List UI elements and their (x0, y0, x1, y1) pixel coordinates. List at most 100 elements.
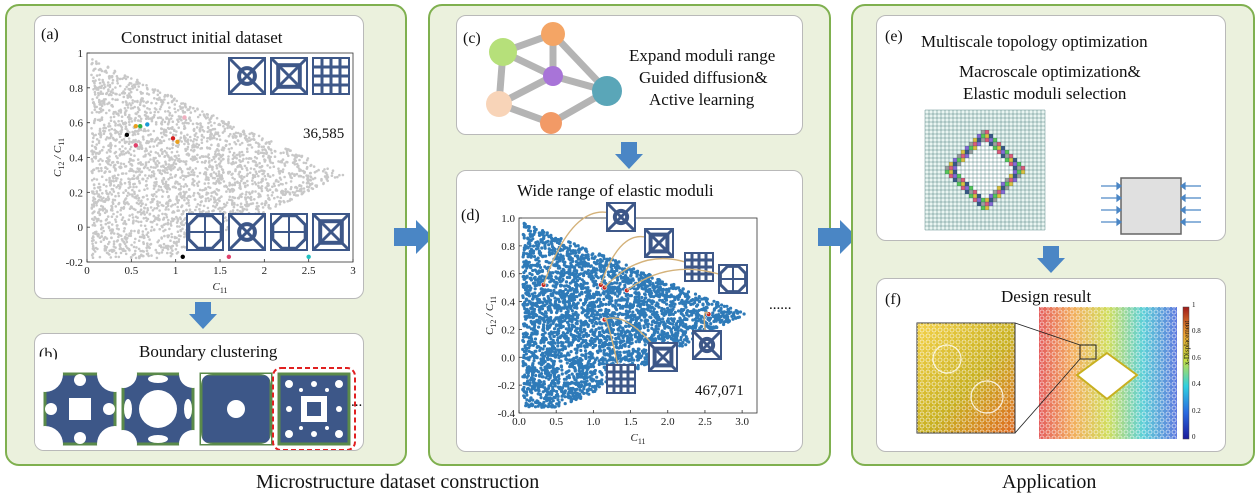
highlight-point (145, 122, 150, 127)
highlight-point (133, 123, 138, 129)
x-tick-label: 2.5 (698, 416, 712, 428)
panel-c-line2: Guided diffusion& (639, 68, 768, 87)
arrow-c-to-d (615, 142, 643, 169)
graph-node-green (489, 38, 517, 66)
y-tick-label: 0.2 (501, 324, 515, 336)
y-axis-label: C12 / C11 (484, 296, 498, 335)
microstructure-thumbnail (606, 364, 636, 394)
graph-node-teal (592, 76, 622, 106)
colorbar-label: x-Displacement (1183, 320, 1191, 365)
microstructure-thumbnail (227, 56, 267, 96)
plot-frame (518, 217, 758, 414)
panel-a-count: 36,585 (303, 126, 345, 142)
panel-c-line3: Active learning (649, 90, 755, 109)
arrow-col2-to-col3 (818, 220, 857, 254)
panel-e-line2: Elastic moduli selection (963, 84, 1127, 103)
x-tick-label: 1.5 (213, 265, 227, 277)
x-tick-label: 0.5 (549, 416, 563, 428)
panel-d-ellipsis: ...... (769, 297, 792, 313)
y-axis-label: C12 / C11 (52, 138, 66, 177)
panel-e-title: Multiscale topology optimization (921, 32, 1148, 51)
x-tick-label: 2.5 (302, 265, 316, 277)
microstructure-thumbnail (186, 213, 224, 251)
macroscale-grid (924, 109, 1046, 231)
colorbar-tick-label: 1 (1192, 301, 1196, 309)
panel-b-title: Boundary clustering (139, 342, 278, 361)
caption-application: Application (1002, 471, 1097, 493)
panel-c-label: (c) (463, 30, 481, 47)
microstructure-thumbnail (691, 329, 723, 361)
x-axis-label: C11 (630, 432, 645, 446)
colorbar-tick-label: 0.4 (1192, 380, 1201, 389)
panel-c-line1: Expand moduli range (629, 46, 776, 65)
graph-network-diagram (486, 22, 622, 134)
y-tick-label: -0.2 (498, 380, 515, 392)
highlight-point (175, 139, 180, 145)
panel-d-label: (d) (461, 207, 480, 224)
colorbar-tick-label: 0.6 (1192, 353, 1201, 362)
microstructure-thumbnail (227, 212, 267, 252)
highlight-point (182, 115, 187, 120)
panel-b-card: (b) Boundary clustering (34, 333, 364, 451)
highlight-point (133, 143, 138, 148)
panel-a-label: (a) (41, 26, 59, 43)
highlight-point (170, 136, 176, 141)
cluster-structures (35, 356, 356, 450)
cluster-structure-3 (199, 372, 273, 446)
y-tick-label: 0.6 (501, 269, 515, 281)
y-tick-label: 0.8 (501, 241, 515, 253)
highlight-point (180, 254, 185, 259)
caption-dataset-construction: Microstructure dataset construction (256, 471, 540, 493)
microstructure-thumbnail (269, 56, 309, 96)
y-tick-label: 0.0 (501, 352, 515, 364)
y-tick-label: -0.4 (498, 408, 516, 420)
panel-b-ellipsis: ...... (351, 394, 363, 410)
panel-e-line1: Macroscale optimization& (959, 62, 1141, 81)
cluster-structure-4 (272, 367, 356, 450)
panel-c-card: (c) Expand moduli range Guided diffusion… (456, 15, 803, 135)
highlight-point (226, 254, 232, 259)
displacement-field (1014, 307, 1177, 439)
y-tick-label: 0.4 (69, 153, 83, 165)
microstructure-thumbnail (718, 264, 748, 294)
x-tick-label: 1.0 (587, 416, 601, 428)
scatter-cloud (90, 58, 345, 260)
colorbar (1182, 306, 1190, 440)
microstructure-thumbnail (605, 201, 637, 233)
colorbar-tick-label: 0 (1192, 433, 1196, 441)
arrow-e-to-f (1037, 246, 1065, 273)
panel-d-count: 467,071 (695, 383, 744, 399)
y-tick-label: 0.8 (69, 83, 83, 95)
y-tick-label: 0.2 (69, 187, 83, 199)
graph-node-purple (543, 66, 563, 86)
x-tick-label: 3 (350, 265, 356, 277)
panel-d-title: Wide range of elastic moduli (517, 181, 714, 200)
x-tick-label: 2.0 (661, 416, 675, 428)
x-tick-label: 3.0 (735, 416, 749, 428)
panel-f-title: Design result (1001, 287, 1092, 306)
x-tick-label: 0 (84, 265, 90, 277)
microstructure-thumbnail (270, 213, 308, 251)
microstructure-thumbnail (647, 341, 679, 373)
arrow-a-to-b (189, 302, 217, 329)
y-tick-label: 0.6 (69, 118, 83, 130)
panel-e-label: (e) (885, 28, 903, 45)
arrow-col1-to-col2 (394, 220, 433, 254)
y-tick-label: 1 (78, 48, 84, 60)
panel-a-title: Construct initial dataset (121, 28, 283, 47)
x-tick-label: 2 (262, 265, 268, 277)
y-tick-label: 0.4 (501, 297, 515, 309)
graph-node-orange-top (541, 22, 565, 46)
colorbar-tick-label: 0.8 (1192, 327, 1201, 336)
y-tick-label: 1.0 (501, 213, 515, 225)
zoomed-microstructure-inset (916, 322, 1016, 434)
y-tick-label: 0 (78, 222, 84, 234)
microstructure-thumbnail (684, 252, 714, 282)
microstructure-thumbnail (311, 212, 351, 252)
graph-node-orange-bottom (540, 112, 562, 134)
panel-f-label: (f) (885, 291, 901, 308)
highlight-point (138, 123, 143, 129)
highlight-point (598, 282, 604, 288)
